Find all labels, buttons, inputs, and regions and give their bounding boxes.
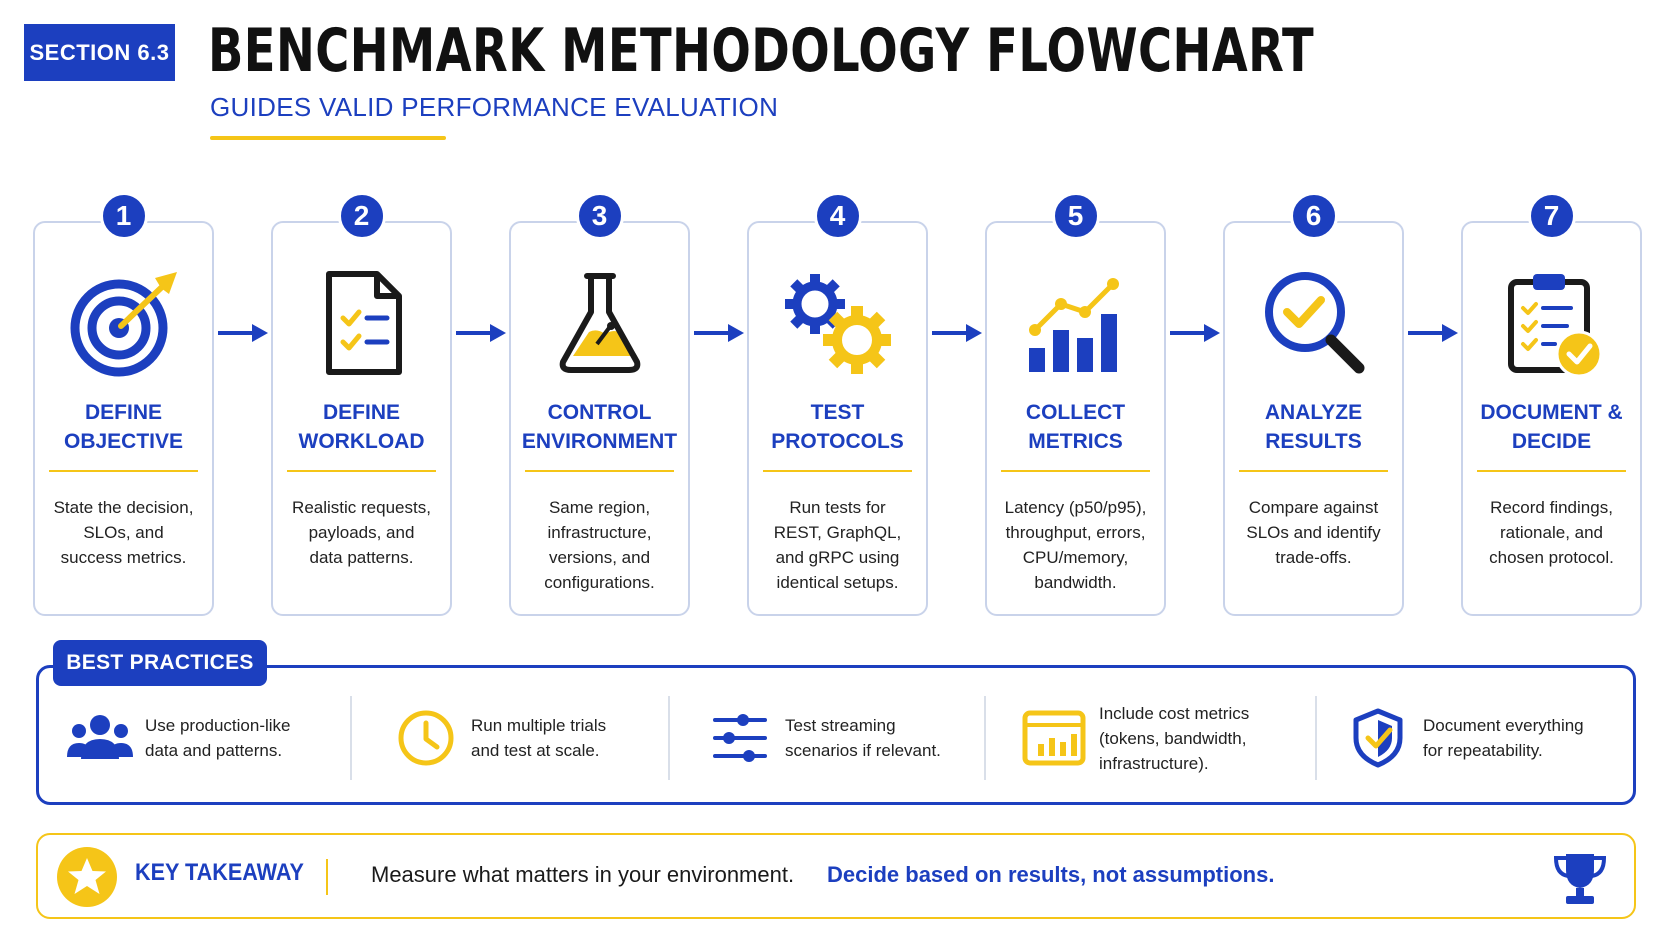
step-title: TEST PROTOCOLS — [771, 401, 904, 453]
step-title: DEFINE WORKLOAD — [298, 401, 425, 453]
step-card-3: 3 CONTROL ENVIRONMENT Same region, infra… — [509, 192, 690, 616]
title-accent-line — [210, 136, 446, 140]
gears-icon — [784, 274, 891, 374]
dashboard-chart-icon — [1021, 705, 1087, 771]
step-number: 3 — [575, 192, 624, 240]
best-practice-separator — [350, 696, 352, 780]
step-description: State the decision, SLOs, and success me… — [53, 498, 194, 567]
best-practice-text: Run multiple trials and test at scale. — [471, 716, 607, 760]
step-number: 5 — [1051, 192, 1100, 240]
step-card-1: 1 DEFINE OBJECTIVE State the decision, S… — [33, 192, 214, 616]
step-title: DEFINE OBJECTIVE — [63, 401, 184, 453]
step-number: 7 — [1527, 192, 1576, 240]
key-takeaway-label: KEY TAKEAWAY — [135, 859, 304, 886]
section-badge: SECTION 6.3 — [24, 24, 175, 81]
step-number: 1 — [99, 192, 148, 240]
clipboard-check-icon — [1507, 274, 1602, 378]
key-takeaway-separator — [326, 859, 328, 895]
step-card-6: 6 ANALYZE RESULTS Compare against SLOs a… — [1223, 192, 1404, 616]
step-number: 4 — [813, 192, 862, 240]
key-takeaway-panel: KEY TAKEAWAY Measure what matters in you… — [36, 833, 1636, 919]
step-divider — [1001, 470, 1150, 472]
magnifier-check-icon — [1264, 272, 1364, 374]
key-takeaway-emphasis: Decide based on results, not assumptions… — [827, 862, 1275, 887]
best-practice-item: Use production-like data and patterns. — [67, 696, 291, 780]
step-title: DOCUMENT & DECIDE — [1480, 401, 1623, 453]
step-divider — [49, 470, 198, 472]
step-title: ANALYZE RESULTS — [1264, 401, 1363, 453]
step-description: Compare against SLOs and identify trade-… — [1246, 498, 1381, 567]
step-description: Realistic requests, payloads, and data p… — [292, 498, 431, 567]
step-title: COLLECT METRICS — [1025, 401, 1126, 453]
step-card-2: 2 DEFINE WORKLOAD Realistic requests, pa… — [271, 192, 452, 616]
step-card-4: 4 TEST PROTOCOLS — [747, 192, 928, 616]
step-number: 6 — [1289, 192, 1338, 240]
page-title: BENCHMARK METHODOLOGY FLOWCHART — [208, 16, 1315, 86]
step-number: 2 — [337, 192, 386, 240]
checklist-document-icon — [325, 271, 402, 375]
best-practice-item: Test streaming scenarios if relevant. — [707, 696, 941, 780]
step-divider — [525, 470, 674, 472]
step-description: Record findings, rationale, and chosen p… — [1489, 498, 1614, 567]
step-card-7: 7 DOCUMENT & DECIDE Record findings, rat… — [1461, 192, 1642, 616]
best-practice-separator — [984, 696, 986, 780]
step-card-5: 5 COLLECT METRICS Latency (p50/p95), thr… — [985, 192, 1166, 616]
best-practice-text: Document everything for repeatability. — [1423, 716, 1584, 760]
arrow-right-icon — [1408, 324, 1458, 342]
arrow-right-icon — [694, 324, 744, 342]
best-practice-separator — [668, 696, 670, 780]
step-divider — [287, 470, 436, 472]
best-practices-panel: BEST PRACTICES Use production-like data … — [36, 640, 1636, 805]
step-divider — [763, 470, 912, 472]
shield-icon — [1345, 705, 1411, 771]
flask-icon — [559, 273, 640, 373]
best-practice-item: Run multiple trials and test at scale. — [393, 696, 606, 780]
best-practice-item: Include cost metrics (tokens, bandwidth,… — [1021, 696, 1249, 780]
arrow-right-icon — [456, 324, 506, 342]
best-practices-label: BEST PRACTICES — [53, 640, 267, 686]
users-icon — [67, 705, 133, 771]
sliders-icon — [707, 705, 773, 771]
star-icon — [57, 847, 117, 907]
target-icon — [70, 272, 177, 377]
flowchart-steps: 1 DEFINE OBJECTIVE State the decision, S… — [0, 190, 1672, 620]
best-practice-separator — [1315, 696, 1317, 780]
best-practice-item: Document everything for repeatability. — [1345, 696, 1584, 780]
arrow-right-icon — [1170, 324, 1220, 342]
bar-chart-icon — [1028, 278, 1119, 372]
key-takeaway-text: Measure what matters in your environment… — [371, 862, 795, 887]
best-practice-text: Include cost metrics (tokens, bandwidth,… — [1099, 703, 1250, 773]
page-subtitle: GUIDES VALID PERFORMANCE EVALUATION — [210, 92, 779, 122]
step-divider — [1239, 470, 1388, 472]
step-description: Run tests for REST, GraphQL, and gRPC us… — [773, 498, 902, 592]
step-description: Latency (p50/p95), throughput, errors, C… — [1004, 498, 1147, 592]
step-description: Same region, infrastructure, versions, a… — [544, 498, 655, 592]
best-practice-text: Use production-like data and patterns. — [145, 716, 291, 760]
arrow-right-icon — [932, 324, 982, 342]
arrow-right-icon — [218, 324, 268, 342]
step-title: CONTROL ENVIRONMENT — [521, 401, 678, 453]
trophy-icon — [1553, 854, 1607, 904]
clock-icon — [393, 705, 459, 771]
best-practice-text: Test streaming scenarios if relevant. — [785, 716, 941, 760]
step-divider — [1477, 470, 1626, 472]
